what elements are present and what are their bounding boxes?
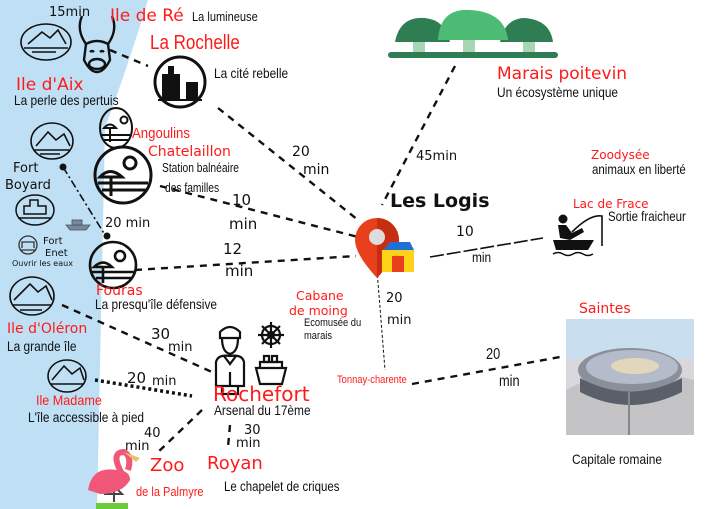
chatelaillon-beach-icon: [93, 145, 153, 205]
fort-enet-desc: Ouvrir les eaux: [12, 259, 73, 268]
zoo-desc: de la Palmyre: [136, 484, 204, 499]
lac-time-unit: min: [472, 249, 492, 265]
ile-d-aix-name[interactable]: Ile d'Aix: [16, 75, 84, 95]
route-chatelaillon: [159, 184, 359, 239]
fouras-name[interactable]: Fouras: [96, 283, 143, 299]
angoulins-name[interactable]: Angoulins: [132, 125, 190, 142]
saintes-time-unit: min: [499, 373, 520, 390]
zoodysee-desc: animaux en liberté: [592, 161, 686, 177]
cabane-desc-line2: marais: [304, 330, 333, 342]
rochefort-desc: Arsenal du 17ème: [214, 402, 311, 418]
fouras-beach-icon: [88, 240, 138, 290]
fort-boyard-time: 20 min: [105, 216, 151, 231]
fouras-desc: La presqu'île défensive: [95, 296, 218, 312]
chatelaillon-desc-line2: des familles: [165, 181, 220, 195]
royan-desc: Le chapelet de criques: [224, 479, 340, 494]
lac-name[interactable]: Lac de Frace: [573, 197, 649, 211]
fort-boyard-name-line2[interactable]: Boyard: [5, 178, 51, 193]
la-rochelle-icon: [153, 55, 207, 109]
flamingo-icon: [88, 448, 140, 509]
marais-desc: Un écosystème unique: [497, 84, 619, 100]
fort-boyard-icon: [15, 194, 55, 226]
donkey-icon: [78, 15, 116, 74]
cabane-name-line2[interactable]: de moing: [289, 303, 348, 318]
marais-time: 45min: [416, 149, 458, 164]
rochefort-time-value: 20: [386, 291, 403, 306]
ile-madame-time-value: 20: [127, 369, 147, 387]
lac-desc: Sortie fraicheur: [608, 208, 686, 224]
route-lac: [429, 237, 544, 258]
ile-de-re-time: 15min: [49, 5, 91, 20]
ship-icon: [254, 354, 288, 386]
route-la-rochelle: [217, 107, 359, 221]
lac-time-value: 10: [456, 224, 474, 240]
island-icon: [47, 359, 87, 393]
ile-de-re-desc: La lumineuse: [192, 9, 258, 24]
zoo-time-unit: min: [125, 439, 150, 454]
trees-icon: [388, 9, 558, 58]
ile-madame-time-unit: min: [152, 374, 177, 389]
chatelaillon-desc-line1: Station balnéaire: [162, 161, 239, 175]
fort-enet-name-line1[interactable]: Fort: [43, 236, 63, 247]
la-rochelle-desc: La cité rebelle: [214, 65, 289, 81]
route-marais: [380, 65, 457, 206]
la-rochelle-time-unit: min: [303, 162, 330, 178]
route-ile-madame: [94, 378, 193, 398]
les-logis-title: Les Logis: [390, 190, 490, 212]
ile-madame-desc: L'île accessible à pied: [28, 409, 145, 425]
route-royan: [226, 424, 232, 448]
zoodysee-name[interactable]: Zoodysée: [591, 148, 650, 162]
tonnay-name[interactable]: Tonnay-charente: [337, 374, 407, 386]
island-icon: [30, 122, 74, 160]
ile-d-aix-desc: La perle des pertuis: [14, 92, 119, 108]
saintes-arena-image: [566, 319, 694, 435]
angoulins-beach-icon: [99, 107, 133, 149]
royan-name[interactable]: Royan: [207, 453, 263, 474]
la-rochelle-time-value: 20: [292, 144, 310, 160]
saintes-desc: Capitale romaine: [572, 451, 662, 467]
fisherman-icon: [552, 214, 603, 257]
sailor-icon: [214, 325, 246, 396]
la-rochelle-name[interactable]: La Rochelle: [150, 32, 240, 54]
zoo-name[interactable]: Zoo: [150, 455, 185, 476]
fort-enet-name-line2[interactable]: Enet: [45, 248, 68, 259]
fort-enet-icon: [18, 235, 38, 255]
saintes-name[interactable]: Saintes: [579, 301, 631, 317]
ile-d-oleron-name[interactable]: Ile d'Oléron: [7, 321, 88, 337]
fouras-time-unit: min: [225, 262, 254, 280]
cabane-name-line1[interactable]: Cabane: [296, 288, 344, 303]
chatelaillon-time-value: 10: [232, 191, 252, 209]
island-icon: [20, 23, 72, 61]
royan-time-unit: min: [236, 436, 261, 451]
rochefort-name[interactable]: Rochefort: [213, 382, 310, 406]
rochefort-time-unit: min: [387, 313, 412, 328]
royan-time-value: 30: [244, 423, 261, 438]
fouras-time-value: 12: [223, 240, 243, 258]
island-icon: [9, 276, 55, 316]
ile-de-re-name[interactable]: Ile de Ré: [110, 6, 184, 26]
marais-name[interactable]: Marais poitevin: [497, 64, 628, 84]
boat-icon: [65, 219, 91, 231]
route-fouras: [134, 254, 357, 272]
route-tonnay: [376, 269, 386, 371]
fort-boyard-name-line1[interactable]: Fort: [13, 161, 39, 176]
cabane-desc-line1: Ecomusée du: [304, 317, 362, 329]
zoo-time-value: 40: [144, 426, 161, 441]
chatelaillon-time-unit: min: [229, 215, 258, 233]
ile-d-oleron-time-value: 30: [151, 325, 171, 343]
ship-wheel-icon: [258, 322, 284, 348]
chatelaillon-name[interactable]: Chatelaillon: [148, 144, 231, 160]
ile-d-oleron-desc: La grande île: [7, 338, 77, 354]
route-oleron: [61, 303, 213, 374]
sea-area: [0, 0, 148, 509]
route-fort-boyard: [59, 163, 111, 240]
ile-madame-name[interactable]: Ile Madame: [36, 392, 102, 408]
saintes-time-value: 20: [486, 346, 501, 363]
route-ile-de-re: [109, 48, 149, 68]
route-zoo: [154, 409, 203, 456]
ile-d-oleron-time-unit: min: [168, 340, 193, 355]
house-icon: [382, 242, 414, 272]
